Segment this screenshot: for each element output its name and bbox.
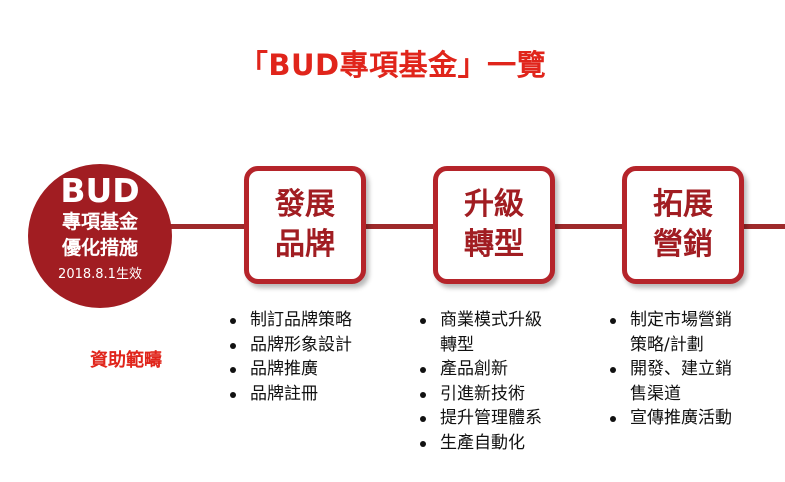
circle-line-1: 專項基金 [61,211,138,233]
bullet-icon [610,318,616,324]
category-box-brand: 發展 品牌 [244,166,366,284]
bullet-icon [230,367,236,373]
category-box-upgrade: 升級 轉型 [433,166,555,284]
list-item: 商業模式升級 [418,308,542,333]
list-item: 引進新技術 [418,382,542,407]
list-item-continuation: 售渠道 [630,383,681,404]
list-item: 生產自動化 [418,431,542,456]
category-box-line-2: 品牌 [275,227,335,262]
list-item: 產品創新 [418,357,542,382]
category-box-market: 拓展 營銷 [622,166,744,284]
circle-effective-date: 2018.8.1生效 [58,267,142,282]
funding-scope-label: 資助範疇 [90,350,162,371]
list-item: 提升管理體系 [418,406,542,431]
bullet-icon [230,318,236,324]
bullet-icon [420,391,426,398]
list-item: 品牌形象設計 [228,333,352,358]
list-item-continuation: 策略/計劃 [630,334,704,355]
bullet-icon [420,318,426,324]
bullet-icon [610,416,616,422]
bullet-icon [420,440,426,447]
circle-line-2: 優化措施 [61,237,138,259]
bullet-icon [230,391,236,398]
category-box-line-2: 轉型 [464,227,524,262]
list-item: 開發、建立銷 [608,357,732,382]
list-item: 宣傳推廣活動 [608,406,732,431]
category-box-line-1: 發展 [275,187,335,222]
category-box-line-1: 拓展 [653,187,713,222]
bullet-icon [420,367,426,373]
list-item: 品牌推廣 [228,357,352,382]
bullet-icon [420,416,426,422]
category-box-line-1: 升級 [464,187,524,222]
market-item-list: 制定市場營銷 策略/計劃 開發、建立銷 售渠道 宣傳推廣活動 [608,308,732,431]
list-item: 品牌註冊 [228,382,352,407]
category-box-line-2: 營銷 [653,227,713,262]
bullet-icon [610,367,616,373]
page-title: 「BUD專項基金」一覽 [238,48,547,82]
list-item: 制定市場營銷 [608,308,732,333]
list-item-continuation: 轉型 [440,334,474,355]
upgrade-item-list: 商業模式升級 轉型 產品創新 引進新技術 提升管理體系 生產自動化 [418,308,542,455]
brand-item-list: 制訂品牌策略 品牌形象設計 品牌推廣 品牌註冊 [228,308,352,406]
circle-heading: BUD [60,171,140,210]
bud-fund-circle: BUD 專項基金 優化措施 2018.8.1生效 [28,164,172,308]
bullet-icon [230,342,236,349]
list-item: 制訂品牌策略 [228,308,352,333]
